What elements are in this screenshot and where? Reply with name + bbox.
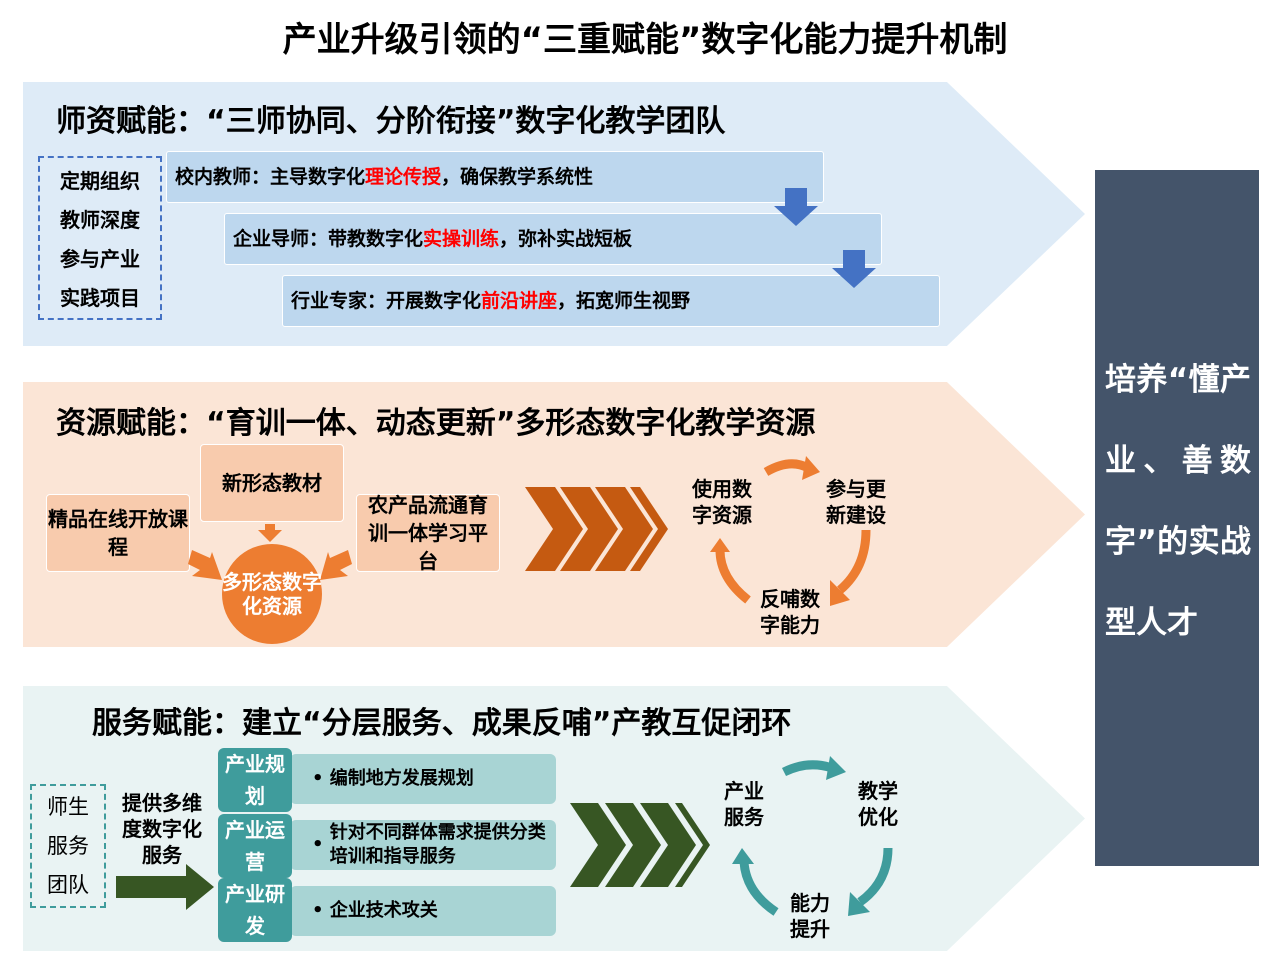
practice-box: 定期组织教师深度参与产业实践项目: [38, 156, 162, 320]
section-heading: 师资赋能：“三师协同、分阶衔接”数字化教学团队: [56, 104, 726, 139]
row-rd-text: • 企业技术攻关: [290, 886, 556, 936]
text: 校内教师：主导数字化: [175, 166, 366, 188]
service-team-box: 师生服务团队: [30, 784, 106, 908]
text: 定期组织: [60, 169, 140, 193]
row-operation-text: • 针对不同群体需求提供分类培训和指导服务: [290, 820, 556, 870]
cycle-arrows-icon: [732, 756, 893, 916]
highlight: 实操训练: [423, 228, 500, 250]
text: 服务: [47, 834, 89, 858]
provide-services-label: 提供多维度数字化服务: [122, 791, 202, 867]
text: 实践项目: [60, 286, 140, 310]
label-industry-operation: 产业运营: [218, 814, 292, 878]
down-arrow-icon: [774, 188, 818, 226]
cycle-service: 产业服务: [724, 779, 764, 829]
green-chevrons-icon: [570, 803, 710, 887]
text: 参与产业: [60, 247, 140, 271]
page-title: 产业升级引领的“三重赋能”数字化能力提升机制: [282, 20, 1008, 60]
cycle-use: 使用数字资源: [692, 477, 752, 527]
text: 企业导师：带教数字化: [233, 228, 424, 250]
text: 团队: [47, 873, 89, 897]
center-resources: 多形态数字化资源: [222, 544, 322, 644]
text: 编制地方发展规划: [329, 768, 474, 789]
text: ，拓宽师生视野: [557, 290, 691, 312]
row-planning-text: • 编制地方发展规划: [290, 754, 556, 804]
label-industry-rd: 产业研发: [218, 878, 292, 942]
orange-arrows-icon: [188, 524, 352, 580]
right-arrow-icon: [116, 864, 214, 910]
bar-school-teacher: 校内教师：主导数字化理论传授，确保教学系统性: [166, 151, 824, 203]
cycle-feedback: 反哺数字能力: [760, 587, 820, 637]
text: 企业技术攻关: [329, 900, 438, 921]
cycle-ability: 能力提升: [790, 891, 830, 941]
text: ，确保教学系统性: [441, 166, 594, 188]
cycle-update: 参与更新建设: [826, 477, 886, 527]
bar-industry-expert: 行业专家：开展数字化前沿讲座，拓宽师生视野: [282, 275, 940, 327]
section-heading: 服务赋能：建立“分层服务、成果反哺”产教互促闭环: [92, 706, 792, 741]
chevrons-icon: [525, 487, 668, 571]
highlight: 理论传授: [365, 166, 442, 188]
highlight: 前沿讲座: [481, 290, 558, 312]
text: 教师深度: [60, 208, 140, 232]
box-online-course: 精品在线开放课程: [46, 494, 190, 572]
bar-enterprise-mentor: 企业导师：带教数字化实操训练，弥补实战短板: [224, 213, 882, 265]
cycle-teaching: 教学优化: [858, 779, 898, 829]
label-industry-planning: 产业规划: [218, 748, 292, 812]
section-heading: 资源赋能：“育训一体、动态更新”多形态数字化教学资源: [56, 406, 816, 441]
cycle-arrows-icon: [710, 456, 871, 606]
text: ，弥补实战短板: [499, 228, 633, 250]
box-new-textbook: 新形态教材: [200, 444, 344, 522]
talent-goal-panel: 培养“懂产业、善数字”的实战型人才: [1095, 170, 1259, 866]
text: 针对不同群体需求提供分类培训和指导服务: [329, 822, 546, 867]
text: 师生: [47, 795, 89, 819]
down-arrow-icon: [832, 250, 876, 288]
box-learning-platform: 农产品流通育训一体学习平台: [356, 493, 500, 573]
text: 行业专家：开展数字化: [291, 290, 482, 312]
